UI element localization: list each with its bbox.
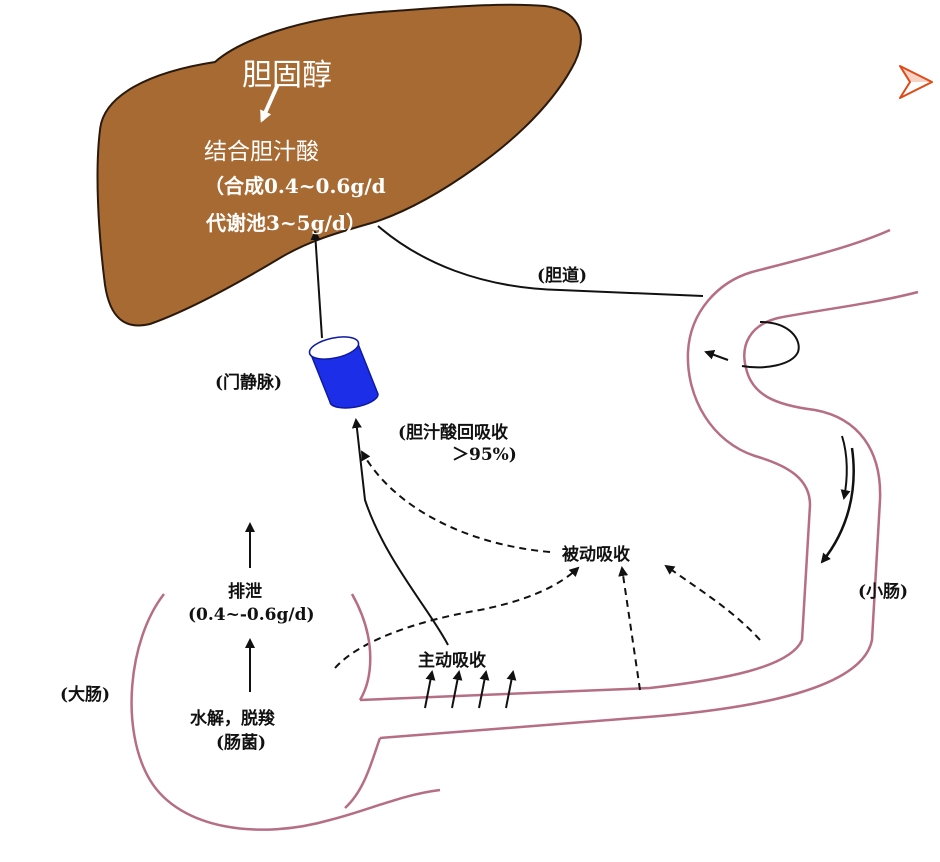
reabsorption-percent-label: ＞95%) — [452, 445, 517, 465]
reabsorption-label: (胆汁酸回吸收 — [398, 423, 509, 443]
active-absorption-to-portal-arrow — [351, 418, 449, 646]
hydrolysis-label: 水解，脱羧 — [190, 709, 275, 729]
portal-vein-label: (门静脉) — [215, 373, 283, 393]
conjugated-bile-acid-label: 结合胆汁酸 — [204, 139, 319, 165]
excretion-amount-label: (0.4~-0.6g/d) — [188, 605, 315, 625]
duodenum-flow-arrow — [704, 350, 729, 361]
cholesterol-label: 胆固醇 — [242, 58, 332, 93]
passive-absorption-to-portal-arrow — [361, 450, 551, 553]
portal-vein-to-liver-arrow — [310, 230, 323, 339]
passive-absorption-label: 被动吸收 — [562, 545, 630, 565]
small-intestine-flow-arrow-2 — [820, 447, 855, 564]
duodenum-flow-swirl — [741, 321, 800, 369]
large-intestine-to-passive-arrow — [334, 566, 580, 669]
bile-acid-synthesis-label: （合成0.4~0.6g/d — [204, 174, 386, 198]
active-absorption-label: 主动吸收 — [418, 651, 486, 671]
active-uptake-arrow-3 — [478, 670, 490, 709]
intestine-to-passive-arrow-left — [618, 566, 641, 691]
metabolic-pool-label: 代谢池3~5g/d） — [206, 211, 366, 235]
liver-shape — [96, 3, 582, 327]
portal-vein-cylinder — [308, 336, 379, 409]
small-intestine-label: (小肠) — [858, 582, 909, 602]
active-uptake-arrow-1 — [424, 670, 436, 709]
bile-duct-label: (胆道) — [537, 266, 588, 286]
small-intestine-inner-wall — [379, 290, 919, 740]
gut-bacteria-label: (肠菌) — [216, 733, 267, 753]
bile-duct-line — [377, 225, 704, 297]
large-intestine-label: (大肠) — [60, 685, 111, 705]
red-arrow-bullet-icon — [899, 65, 933, 99]
large-intestine-shape — [130, 593, 441, 831]
small-intestine-flow-arrow-1 — [840, 435, 851, 500]
intestine-to-passive-arrow-right — [664, 564, 761, 641]
active-uptake-arrow-2 — [451, 670, 463, 709]
excretion-label: 排泄 — [228, 582, 262, 602]
small-intestine-outer-wall — [359, 228, 891, 702]
cholesterol-to-bile-acid-arrow — [260, 83, 280, 123]
active-uptake-arrow-4 — [505, 670, 517, 709]
